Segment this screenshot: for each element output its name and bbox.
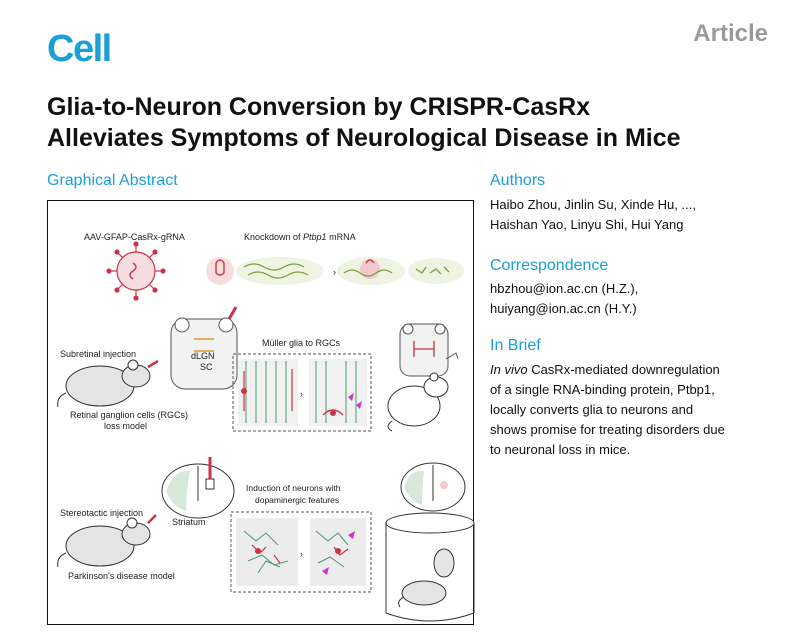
induction-label-2: dopaminergic features [255,495,339,505]
brain-section-icon-2 [400,462,466,512]
cell-logo: Cell [47,28,112,70]
arrow-icon: › [300,549,303,559]
knockdown-label: Knockdown of Ptbp1 mRNA [244,232,356,242]
authors-list: Haibo Zhou, Jinlin Su, Xinde Hu, ..., Ha… [490,195,780,235]
article-title: Glia-to-Neuron Conversion by CRISPR-CasR… [47,92,767,154]
authors-heading: Authors [490,172,546,189]
in-brief-text: In vivo CasRx-mediated downregulation of… [490,360,780,460]
mouse-icon-3 [57,514,157,568]
graphical-abstract-svg: AAV-GFAP-CasRx-gRNA Knockdown of Ptbp1 m… [57,232,475,622]
dlgn-label: dLGN [191,351,215,361]
correspondence-emails: hbzhou@ion.ac.cn (H.Z.), huiyang@ion.ac.… [490,279,780,319]
aav-label: AAV-GFAP-CasRx-gRNA [84,232,185,242]
striatum-panel-2 [310,518,366,586]
mouse-icon-1 [57,359,159,408]
in-brief-line-5: to neuronal loss in mice. [490,442,631,457]
sc-label: SC [200,362,213,372]
induction-label-1: Induction of neurons with [246,483,341,493]
muller-glia-label: Müller glia to RGCs [262,338,341,348]
subretinal-label: Subretinal injection [60,349,136,359]
aav-virus-icon [106,241,166,301]
striatum-panel-1 [236,518,298,586]
email-link-2[interactable]: huiyang@ion.ac.cn (H.Y.) [490,301,637,316]
authors-line-2: Haishan Yao, Linyu Shi, Hui Yang [490,217,684,232]
in-brief-line-1: In vivo CasRx-mediated downregulation [490,362,720,377]
mrna-knockdown-panel-3 [408,258,464,284]
rgc-model-label-2: loss model [104,421,147,431]
retina-conversion-box [232,353,372,432]
rgc-model-label-1: Retinal ganglion cells (RGCs) [70,410,188,420]
striatum-conversion-box [230,511,372,593]
title-line-1: Glia-to-Neuron Conversion by CRISPR-CasR… [47,93,591,121]
in-brief-line-2: of a single RNA-binding protein, Ptbp1, [490,382,715,397]
parkinsons-model-label: Parkinson's disease model [68,571,175,581]
title-line-2: Alleviates Symptoms of Neurological Dise… [47,124,681,152]
authors-line-1: Haibo Zhou, Jinlin Su, Xinde Hu, ..., [490,197,696,212]
mouse-head-icon-1 [170,306,238,390]
arrow-icon: › [333,267,336,277]
email-link-1[interactable]: hbzhou@ion.ac.cn (H.Z.), [490,281,639,296]
brain-section-icon-1 [161,457,235,519]
graphical-abstract-heading: Graphical Abstract [47,172,178,189]
in-brief-line-3: locally converts glia to neurons and [490,402,694,417]
graphical-abstract-figure: AAV-GFAP-CasRx-gRNA Knockdown of Ptbp1 m… [47,200,475,625]
cylinder-test-icon [385,512,475,622]
mouse-icon-2 [387,372,449,432]
in-brief-heading: In Brief [490,337,541,354]
retina-panel-2 [309,359,367,426]
mrna-knockdown-panel-1 [206,257,324,285]
stereotactic-label: Stereotactic injection [60,508,143,518]
in-brief-line-4: shows promise for treating disorders due [490,422,725,437]
correspondence-heading: Correspondence [490,257,609,274]
arrow-icon: › [300,389,303,399]
retina-panel-1 [238,359,298,426]
article-type-label: Article [693,20,768,47]
mouse-head-icon-2 [399,323,459,377]
mrna-knockdown-panel-2 [337,257,405,285]
striatum-label: Striatum [172,517,206,527]
